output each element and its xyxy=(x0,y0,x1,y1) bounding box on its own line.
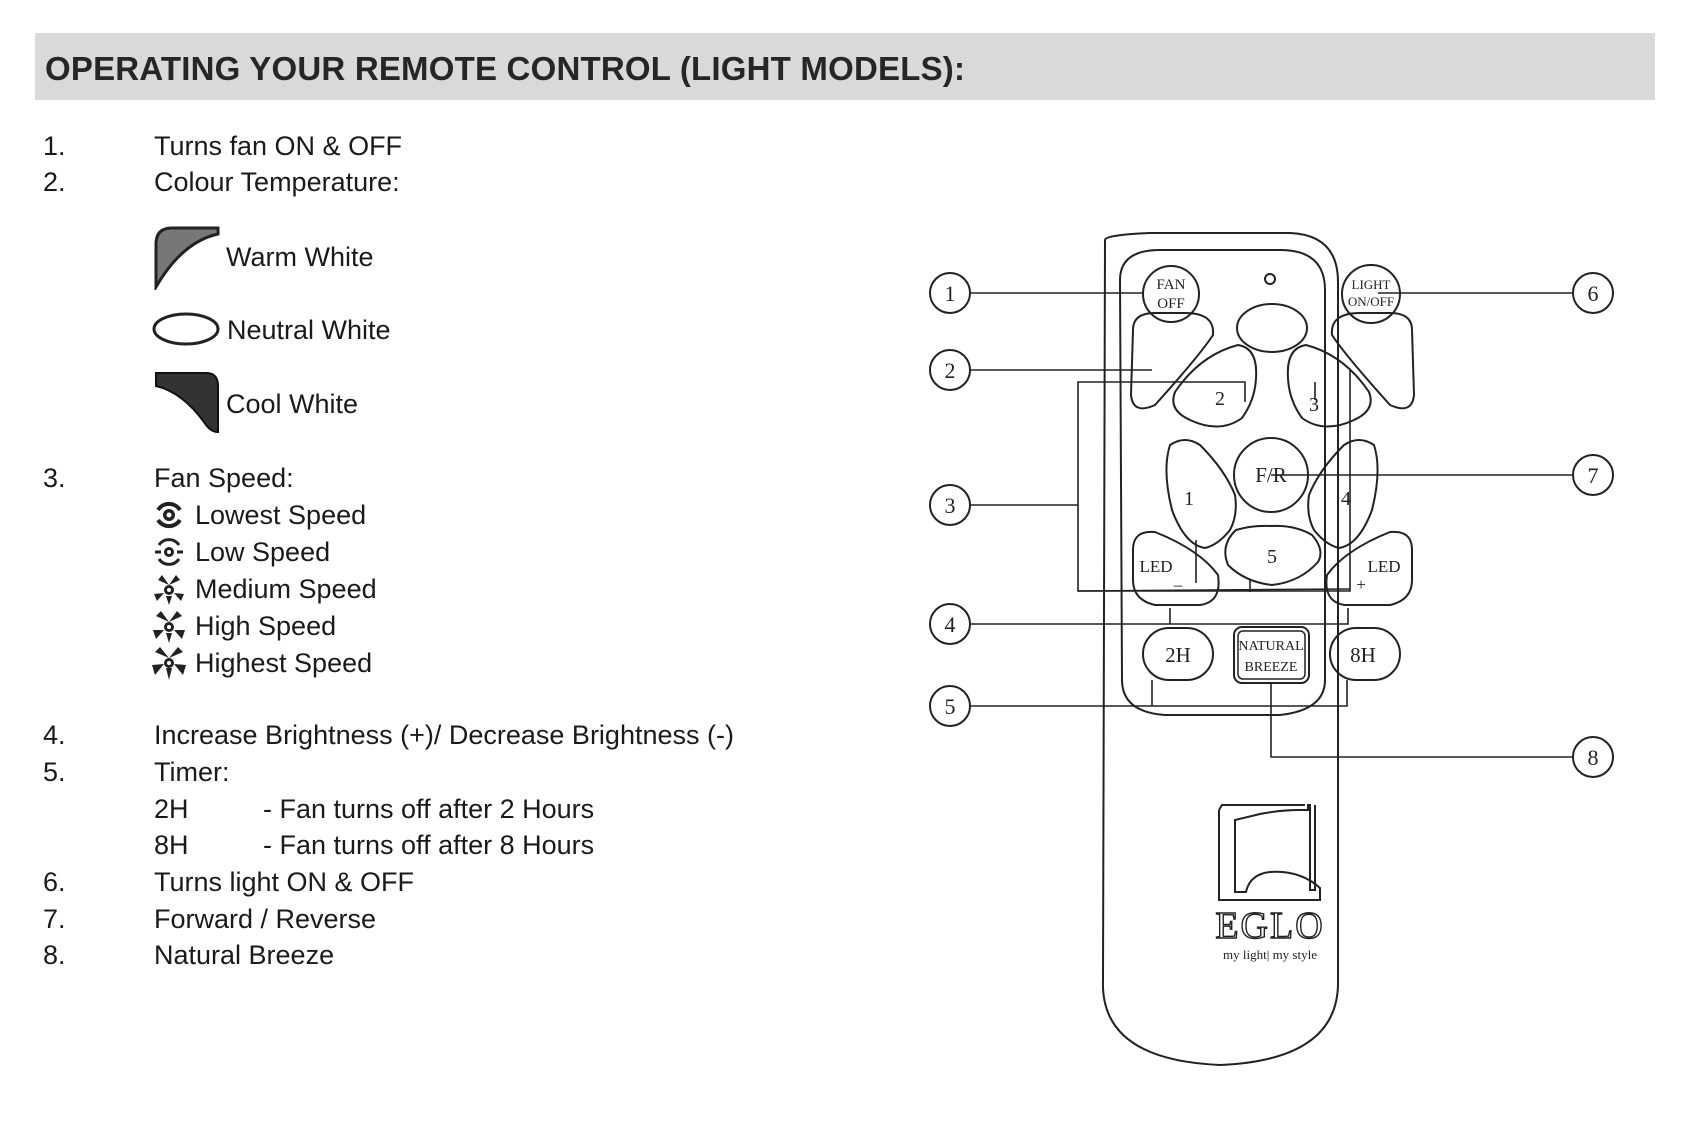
svg-text:1: 1 xyxy=(945,281,956,306)
svg-text:5: 5 xyxy=(945,694,956,719)
item-text: Turns light ON & OFF xyxy=(154,867,415,897)
svg-text:LIGHT: LIGHT xyxy=(1352,277,1391,292)
item-number: 5. xyxy=(43,757,66,787)
led-plus-button[interactable]: LED + xyxy=(1325,530,1413,606)
fan-speed-4-icon xyxy=(153,611,185,643)
callout-6: 6 xyxy=(1572,272,1614,314)
callout-5: 5 xyxy=(929,685,971,727)
svg-text:LED: LED xyxy=(1139,557,1172,576)
item-text: Forward / Reverse xyxy=(154,904,377,934)
svg-text:3: 3 xyxy=(945,493,956,518)
timer-2h-button[interactable]: 2H xyxy=(1142,627,1214,681)
remote-control-diagram: FAN OFF LIGHT ON/OFF 2 3 F/R 1 4 5 LED xyxy=(929,232,1614,1067)
svg-text:1: 1 xyxy=(1184,488,1194,510)
callout-3: 3 xyxy=(929,484,971,526)
item-number: 1. xyxy=(43,131,66,161)
speed-label: High Speed xyxy=(195,611,337,641)
item-text: Natural Breeze xyxy=(154,940,335,970)
fan-speed-1-icon xyxy=(156,502,182,528)
fan-speed-2-icon xyxy=(155,538,183,566)
colour-temp-right-button[interactable] xyxy=(1330,312,1416,410)
page-title: OPERATING YOUR REMOTE CONTROL (LIGHT MOD… xyxy=(45,50,966,87)
colour-label: Neutral White xyxy=(227,315,391,345)
speed-label: Low Speed xyxy=(195,537,331,567)
svg-text:FAN: FAN xyxy=(1157,277,1186,293)
led-minus-button[interactable]: LED – xyxy=(1132,530,1220,606)
eglo-logo: EGLO my light| my style xyxy=(1215,804,1324,962)
svg-text:3: 3 xyxy=(1309,394,1319,416)
fan-speed-3-icon xyxy=(154,575,184,605)
timer-key: 8H xyxy=(154,830,189,860)
svg-text:ON/OFF: ON/OFF xyxy=(1348,294,1394,309)
timer-8h-button[interactable]: 8H xyxy=(1329,627,1401,681)
svg-text:2H: 2H xyxy=(1165,643,1191,667)
svg-text:4: 4 xyxy=(1341,488,1351,510)
svg-text:5: 5 xyxy=(1267,546,1277,568)
timer-desc: - Fan turns off after 8 Hours xyxy=(263,830,595,860)
callout-2: 2 xyxy=(929,349,971,391)
remote-body xyxy=(1101,232,1340,1067)
timer-desc: - Fan turns off after 2 Hours xyxy=(263,794,595,824)
callout-1: 1 xyxy=(929,272,971,314)
light-on-off-button[interactable]: LIGHT ON/OFF xyxy=(1341,264,1401,324)
svg-text:–: – xyxy=(1173,575,1183,594)
item-number: 6. xyxy=(43,867,66,897)
warm-white-icon xyxy=(154,226,220,290)
callout-8: 8 xyxy=(1572,736,1614,778)
svg-text:8H: 8H xyxy=(1350,643,1376,667)
svg-text:2: 2 xyxy=(945,358,956,383)
svg-text:6: 6 xyxy=(1588,281,1599,306)
svg-text:BREEZE: BREEZE xyxy=(1245,660,1298,675)
item-number: 4. xyxy=(43,720,66,750)
item-number: 2. xyxy=(43,167,66,197)
speed-4-button[interactable]: 4 xyxy=(1307,439,1379,550)
speed-label: Medium Speed xyxy=(195,574,377,604)
colour-label: Warm White xyxy=(226,242,374,272)
callout-7: 7 xyxy=(1572,454,1614,496)
item-text: Fan Speed: xyxy=(154,463,294,493)
colour-label: Cool White xyxy=(226,389,359,419)
item-number: 7. xyxy=(43,904,66,934)
svg-text:EGLO: EGLO xyxy=(1215,905,1324,947)
svg-text:OFF: OFF xyxy=(1157,296,1185,312)
colour-temp-left-button[interactable] xyxy=(1129,312,1215,410)
top-oval-button[interactable] xyxy=(1236,303,1308,353)
item-number: 8. xyxy=(43,940,66,970)
speed-label: Highest Speed xyxy=(195,648,373,678)
item-number: 3. xyxy=(43,463,66,493)
cool-white-icon xyxy=(155,372,219,434)
item-text: Increase Brightness (+)/ Decrease Bright… xyxy=(154,720,734,750)
speed-2-button[interactable]: 2 xyxy=(1172,343,1258,428)
svg-text:LED: LED xyxy=(1367,557,1400,576)
section-header: OPERATING YOUR REMOTE CONTROL (LIGHT MOD… xyxy=(35,33,1655,100)
svg-text:2: 2 xyxy=(1215,388,1225,410)
speed-label: Lowest Speed xyxy=(195,500,367,530)
fan-speed-5-icon xyxy=(152,647,186,680)
svg-text:7: 7 xyxy=(1588,463,1599,488)
speed-5-button[interactable]: 5 xyxy=(1224,524,1322,587)
svg-text:+: + xyxy=(1356,575,1366,594)
neutral-white-icon xyxy=(152,312,220,346)
svg-text:NATURAL: NATURAL xyxy=(1238,639,1303,654)
item-text: Colour Temperature: xyxy=(154,167,400,197)
item-text: Turns fan ON & OFF xyxy=(154,131,403,161)
button-panel xyxy=(1118,249,1326,716)
svg-text:my light| my style: my light| my style xyxy=(1223,947,1317,962)
svg-text:8: 8 xyxy=(1588,745,1599,770)
item-text: Timer: xyxy=(154,757,230,787)
indicator-led xyxy=(1264,273,1276,285)
speed-3-button[interactable]: 3 xyxy=(1286,343,1372,428)
speed-1-button[interactable]: 1 xyxy=(1165,439,1237,550)
timer-key: 2H xyxy=(154,794,189,824)
svg-text:4: 4 xyxy=(945,612,956,637)
fan-off-button[interactable]: FAN OFF xyxy=(1142,265,1200,323)
natural-breeze-button[interactable]: NATURAL BREEZE xyxy=(1233,626,1310,684)
callout-4: 4 xyxy=(929,603,971,645)
